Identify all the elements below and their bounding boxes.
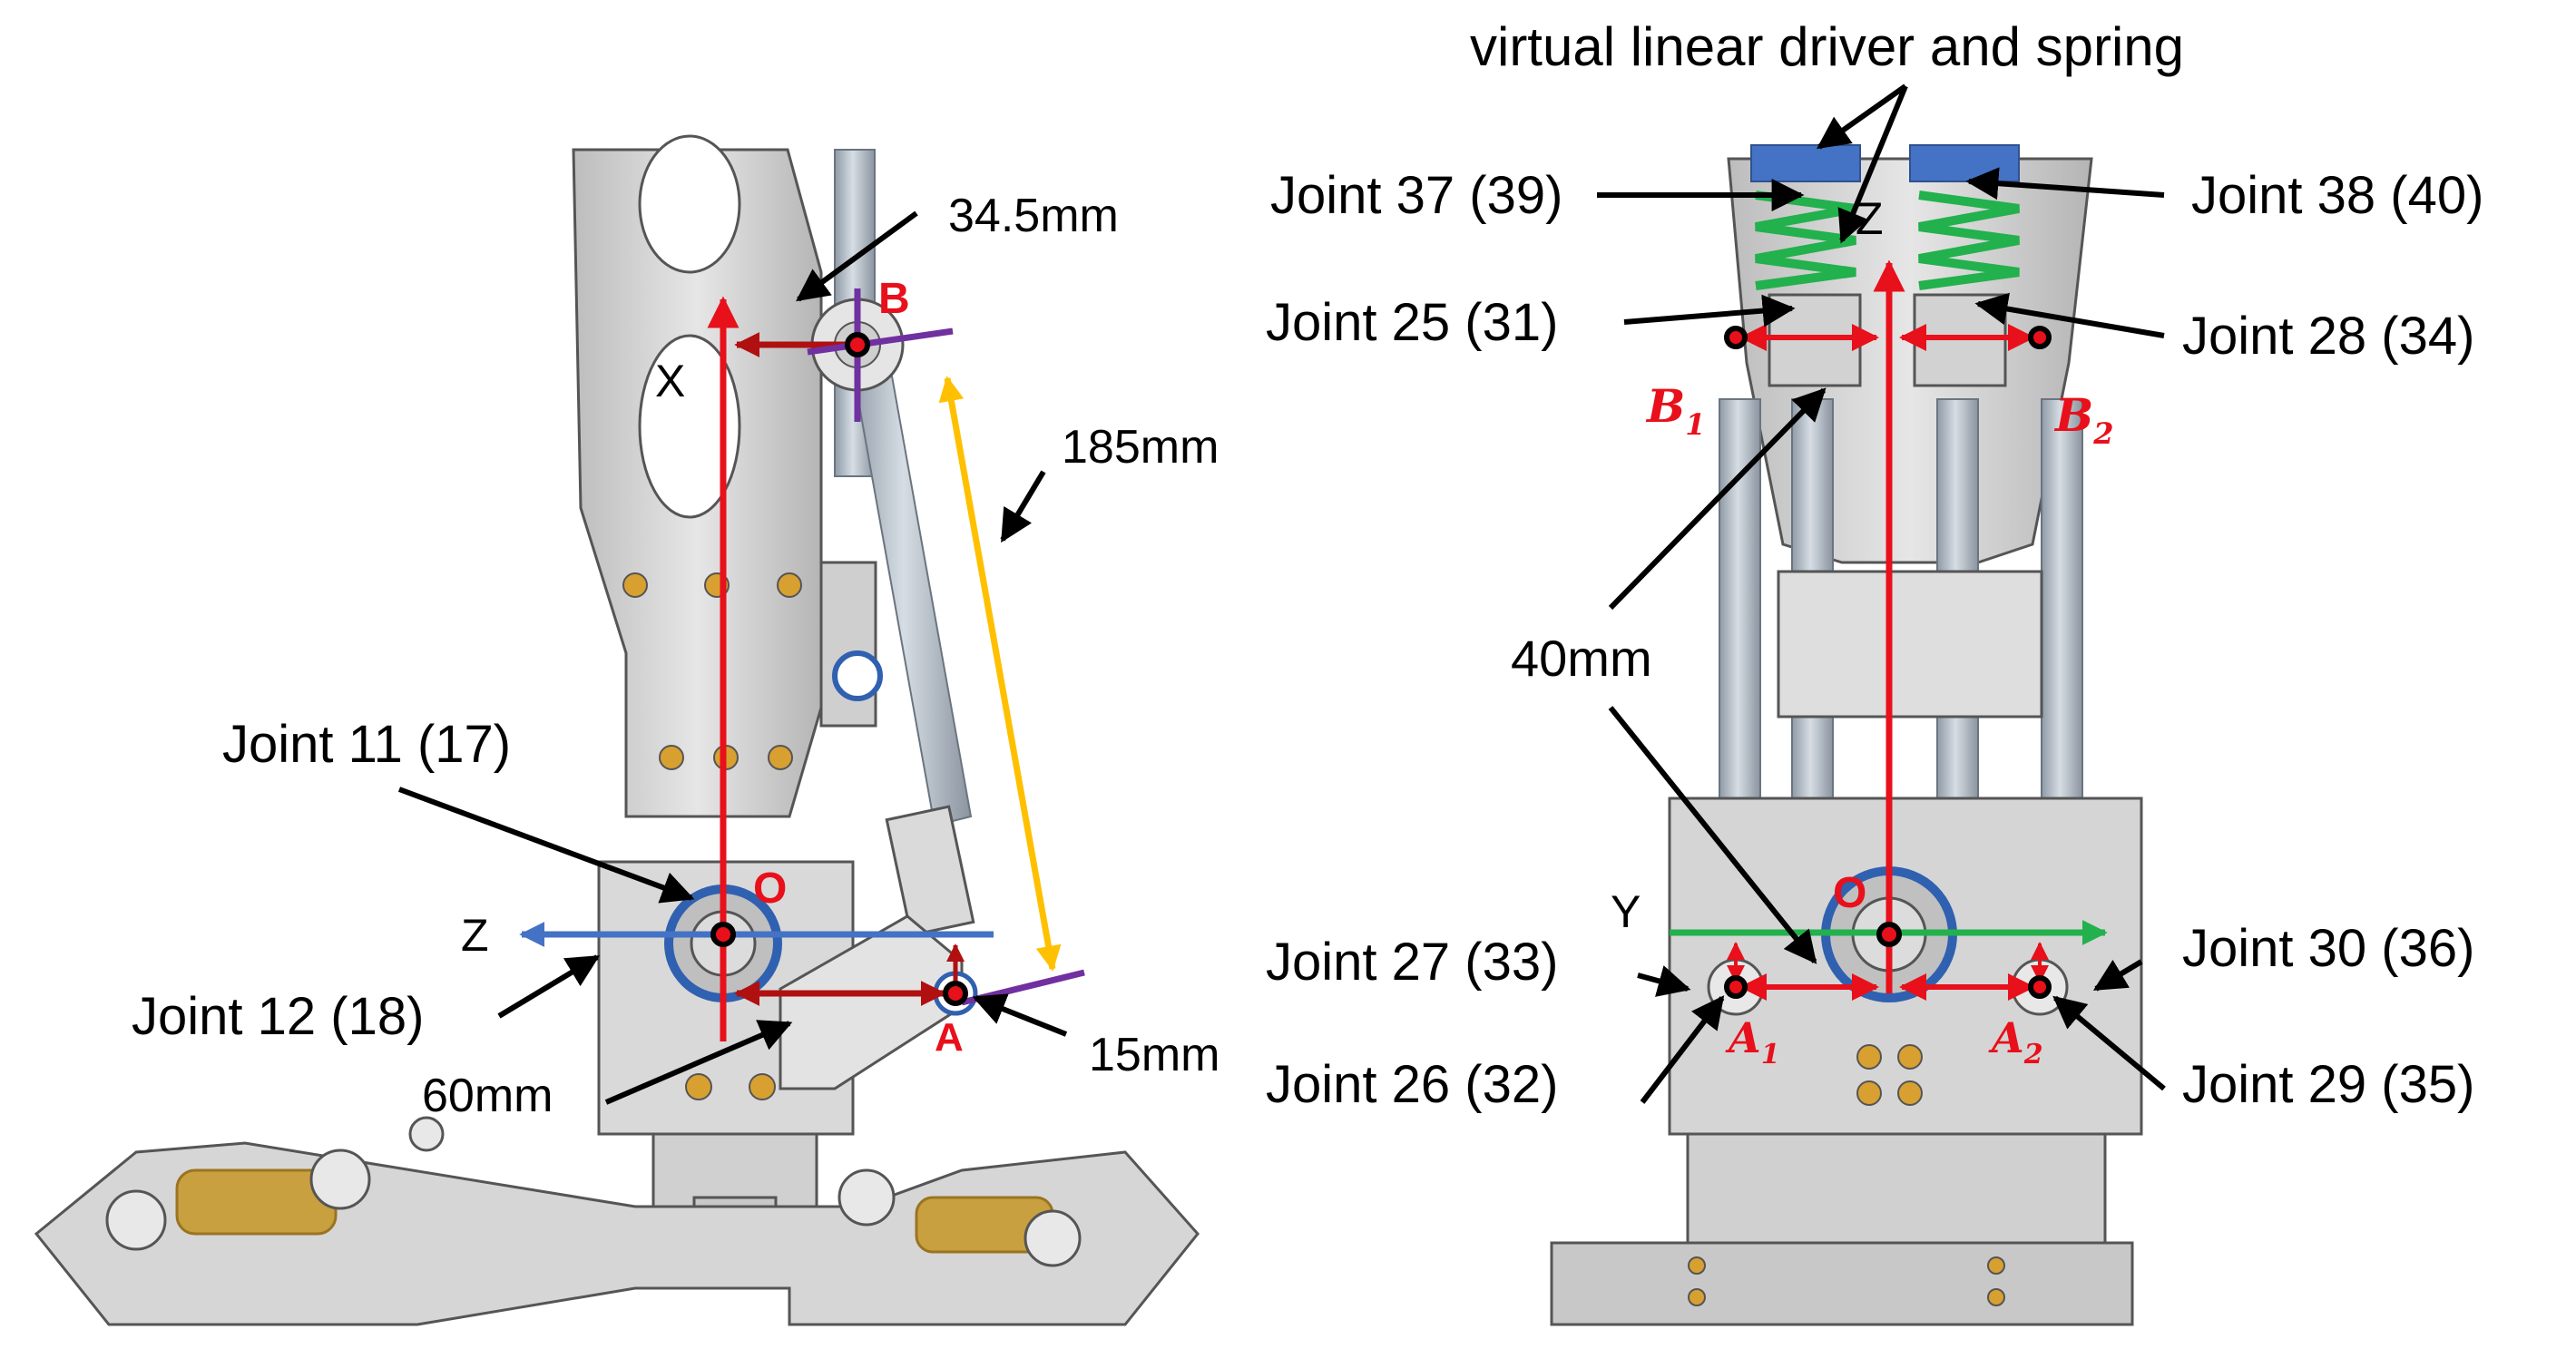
lightening-hole-2 — [638, 334, 741, 519]
virtual-driver-title: virtual linear driver and spring — [1470, 16, 2184, 77]
ankle-base — [651, 1132, 818, 1208]
point-markers-right — [1724, 326, 2052, 999]
dim-185-arrow — [938, 376, 1062, 972]
joint-26-label: Joint 26 (32) — [1266, 1055, 1558, 1114]
z-axis-label-right: Z — [1856, 193, 1884, 244]
lightening-hole-1 — [638, 134, 741, 274]
point-b1-label: B1 — [1645, 379, 1706, 442]
x-axis-label: X — [655, 356, 685, 406]
foot-wheels — [105, 1116, 1082, 1267]
ankle-block — [1686, 1132, 2107, 1245]
point-a1-label: A1 — [1725, 1013, 1780, 1070]
joint-30-label: Joint 30 (36) — [2182, 919, 2474, 978]
joint-27-label: Joint 27 (33) — [1266, 933, 1558, 992]
y-axis-label: Y — [1611, 886, 1641, 937]
bolts-center — [1856, 1044, 1923, 1106]
right-view: virtual linear driver and spring Z Y O B… — [1266, 16, 2483, 1326]
side-rods — [1719, 398, 2083, 854]
point-b2-label: B2 — [2053, 388, 2114, 451]
joint-12-label: Joint 12 (18) — [132, 987, 424, 1046]
joint-28-label: Joint 28 (34) — [2182, 307, 2474, 366]
dim-40-label: 40mm — [1511, 630, 1652, 687]
point-o-label: O — [753, 865, 787, 913]
foot-plate-front — [1550, 1241, 2134, 1326]
point-a2-label: A2 — [1988, 1013, 2043, 1070]
rod-end-block — [885, 805, 975, 937]
foot-bolts — [1688, 1256, 2005, 1306]
z-axis-label: Z — [461, 910, 489, 961]
dim-60-label: 60mm — [422, 1070, 553, 1122]
point-b-label: B — [878, 275, 910, 323]
foot-springs — [175, 1168, 1054, 1254]
point-a-label: A — [935, 1015, 964, 1060]
joint-25-label: Joint 25 (31) — [1266, 293, 1558, 352]
joint-11-label: Joint 11 (17) — [222, 715, 511, 774]
point-o-label-right: O — [1833, 869, 1866, 917]
side-bearing — [832, 650, 883, 701]
middle-block — [1777, 570, 2043, 718]
joint-37-label: Joint 37 (39) — [1270, 166, 1562, 225]
side-bracket — [819, 561, 877, 728]
dim-34-5-label: 34.5mm — [948, 190, 1119, 242]
bolts-lower — [685, 1073, 776, 1100]
pointer-arrows-right — [1597, 83, 2166, 1104]
virtual-driver-right — [1909, 144, 2020, 182]
pointer-arrows-left — [397, 210, 1068, 1105]
point-markers-left — [710, 332, 968, 1006]
dim-185-label: 185mm — [1062, 421, 1219, 474]
dim-15-label: 15mm — [1089, 1029, 1219, 1081]
left-view: X Z B O A 34.5mm 185mm 15mm 60mm Joint 1… — [34, 134, 1219, 1326]
joint-38-label: Joint 38 (40) — [2191, 166, 2483, 225]
joint-29-label: Joint 29 (35) — [2182, 1055, 2474, 1114]
virtual-driver-left — [1750, 144, 1861, 182]
